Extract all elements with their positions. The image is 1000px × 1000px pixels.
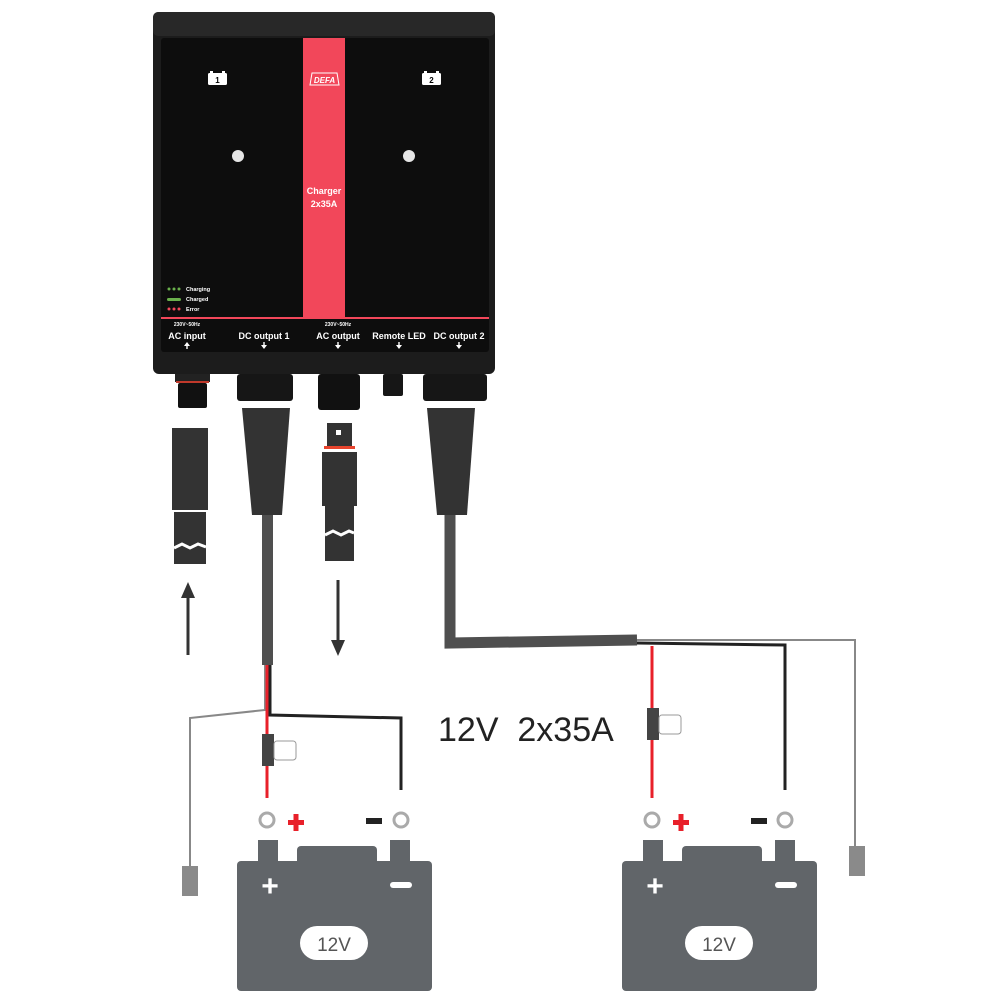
svg-text:+: + xyxy=(261,870,279,903)
svg-text:Charging: Charging xyxy=(186,287,210,293)
svg-text:Error: Error xyxy=(186,307,200,313)
arrow-down-icon xyxy=(331,640,345,656)
ac-input-port xyxy=(178,383,207,408)
label-dc-output-1: DC output 1 xyxy=(239,331,290,341)
polarity-marks xyxy=(288,814,767,831)
ring-terminals xyxy=(258,811,794,829)
model-name: Charger xyxy=(307,186,342,196)
fuse-holder-2 xyxy=(647,708,682,740)
port-arrows xyxy=(184,342,462,349)
dc-output-1-cable xyxy=(182,408,403,896)
svg-text:230V~50Hz: 230V~50Hz xyxy=(325,322,352,328)
status-led-1 xyxy=(232,150,244,162)
temperature-sensor-2 xyxy=(849,846,865,876)
svg-text:DEFA: DEFA xyxy=(314,76,336,85)
label-remote-led: Remote LED xyxy=(372,331,426,341)
model-rating: 2x35A xyxy=(311,199,338,209)
system-caption: 12V 2x35A xyxy=(438,711,614,749)
svg-text:230V~50Hz: 230V~50Hz xyxy=(174,322,201,328)
led-legend: Charging Charged Error xyxy=(167,287,210,313)
dc-output-2-port xyxy=(423,374,487,401)
defa-logo: DEFA xyxy=(309,72,340,86)
ports xyxy=(175,374,487,410)
battery-voltage: 12V xyxy=(317,935,351,956)
remote-led-port xyxy=(383,374,403,396)
battery-2: + 12V xyxy=(622,840,817,991)
arrow-up-icon xyxy=(181,582,195,598)
battery-1: + 12V xyxy=(237,840,432,991)
svg-text:1: 1 xyxy=(215,76,220,85)
fuse-holder-1 xyxy=(262,734,297,766)
charger-unit: 1 2 DEFA Charger 2x35A Charging Charged … xyxy=(153,12,495,374)
label-dc-output-2: DC output 2 xyxy=(434,331,485,341)
status-led-2 xyxy=(403,150,415,162)
label-ac-input: AC input xyxy=(168,331,206,341)
battery-2-badge: 2 xyxy=(422,71,441,85)
svg-text:+: + xyxy=(646,870,664,903)
dc-output-2-cable xyxy=(427,408,865,876)
ac-input-plug xyxy=(172,428,208,655)
battery-1-badge: 1 xyxy=(208,71,227,85)
dc-output-1-port xyxy=(237,374,293,401)
label-ac-output: AC output xyxy=(316,331,359,341)
svg-text:2: 2 xyxy=(429,76,434,85)
battery-voltage: 12V xyxy=(702,935,736,956)
svg-text:Charged: Charged xyxy=(186,297,208,303)
temperature-sensor-1 xyxy=(182,866,198,896)
ac-output-port xyxy=(318,374,360,410)
ac-output-plug xyxy=(322,423,357,656)
